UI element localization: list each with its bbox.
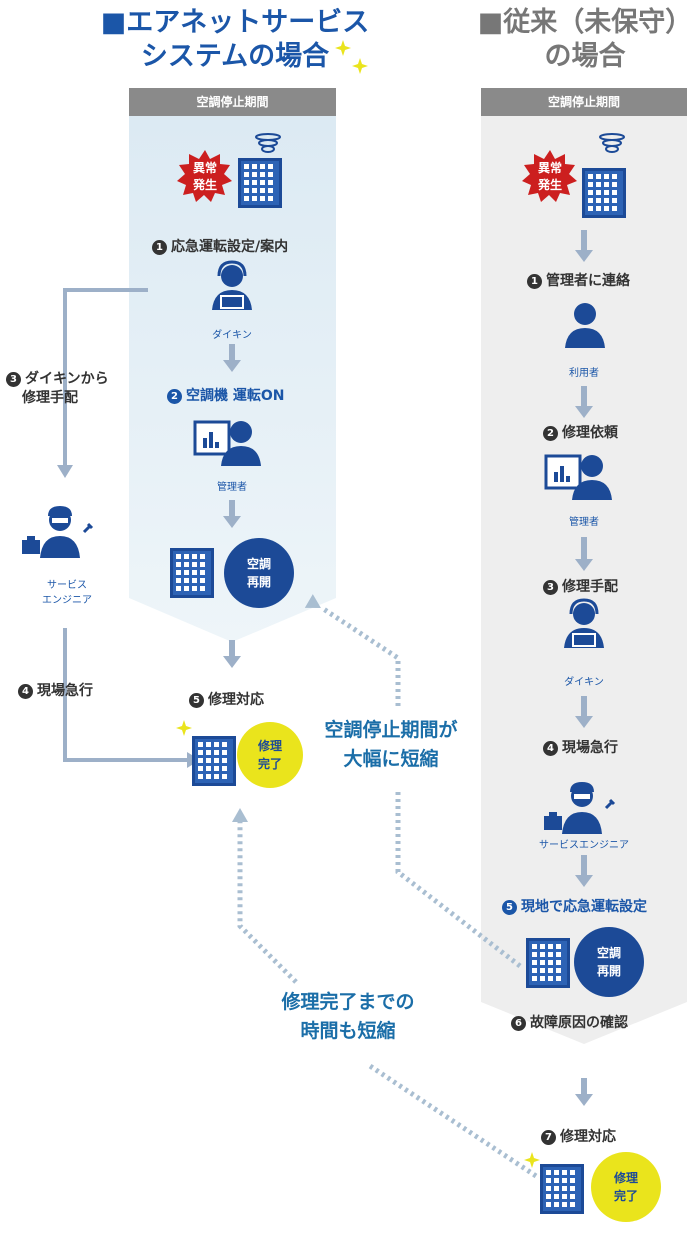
right-title-line1: ■従来（未保守） [477,7,690,38]
downtime-callout-line2: 大幅に短縮 [343,748,439,770]
right-resume-badge: 空調再開 [574,927,644,997]
right-step4-num: 4 [543,741,558,756]
left-downtime-bar: 空調停止期間 [129,88,336,116]
right-user-caption: 利用者 [569,368,599,379]
downtime-callout: 空調停止期間が 大幅に短縮 [296,716,486,774]
right-complete-building-icon [540,1164,584,1214]
dotted-comparison-lines [237,605,538,1179]
left-downtime-panel [129,116,336,642]
left-complete-line2: 完了 [257,757,282,771]
left-building-icon [238,158,282,208]
repair-callout-line2: 時間も短縮 [300,1020,396,1042]
right-step3-num: 3 [543,580,558,595]
left-step4-label: 現場急行 [37,683,93,699]
left-title-line2: システムの場合 [140,41,330,72]
left-step2: 2 空調機 運転ON [167,385,285,405]
right-flow-arrows [575,230,593,1106]
right-step2-num: 2 [543,426,558,441]
right-step3-label: 修理手配 [562,579,618,595]
left-step3-num: 3 [6,372,21,387]
right-manager-caption: 管理者 [569,517,599,528]
right-step4-label: 現場急行 [562,740,618,756]
right-step6-label: 故障原因の確認 [530,1015,628,1031]
repair-callout: 修理完了までの 時間も短縮 [258,988,438,1046]
left-daikin-caption: ダイキン [212,330,252,341]
left-complete-line1: 修理 [257,739,282,753]
left-complete-building-icon [192,736,236,786]
left-alert-line1: 異常 [192,161,217,175]
right-complete-line2: 完了 [613,1189,638,1203]
left-step4: 4 現場急行 [18,680,93,700]
left-engineer-line1: サービス [47,580,87,591]
left-step2-label: 空調機 運転ON [186,388,285,404]
right-step2: 2 修理依頼 [543,422,618,442]
left-step3-line1: ダイキンから [25,371,109,387]
right-complete-badge: 修理完了 [591,1152,661,1222]
right-alert-line2: 発生 [537,178,562,192]
left-resume-line2: 再開 [246,575,271,589]
right-resume-line1: 空調 [596,946,621,960]
right-resume-building-icon [526,938,570,988]
downtime-callout-line1: 空調停止期間が [324,719,458,741]
right-engineer-caption: サービスエンジニア [539,840,629,851]
right-alert-line1: 異常 [537,161,562,175]
right-step7: 7 修理対応 [541,1126,616,1146]
left-step2-num: 2 [167,389,182,404]
left-resume-badge: 空調再開 [224,538,294,608]
left-title-line1: ■エアネットサービス [100,7,370,38]
left-step5-num: 5 [189,693,204,708]
left-step3: 3 ダイキンから 修理手配 [6,370,109,408]
right-step4: 4 現場急行 [543,737,618,757]
left-resume-line1: 空調 [246,557,271,571]
right-step5-num: 5 [502,900,517,915]
left-complete-badge: 修理完了 [237,722,303,788]
left-step5: 5 修理対応 [189,689,264,709]
left-engineer-icon [20,504,94,560]
left-engineer-caption: サービス エンジニア [30,578,104,608]
left-title: ■エアネットサービス システムの場合 [90,6,380,74]
right-step6: 6 故障原因の確認 [511,1012,628,1032]
right-step5-label: 現地で応急運転設定 [521,899,647,915]
right-step5: 5 現地で応急運転設定 [502,896,647,916]
left-step5-label: 修理対応 [208,692,264,708]
left-step1: 1 応急運転設定/案内 [152,236,288,256]
right-step1-num: 1 [527,274,542,289]
repair-callout-line1: 修理完了までの [281,991,415,1013]
left-manager-caption: 管理者 [217,482,247,493]
right-step1-label: 管理者に連絡 [546,273,630,289]
left-resume-building-icon [170,548,214,598]
left-step1-label: 応急運転設定/案内 [171,239,289,255]
left-sparkle-icon [176,720,192,736]
right-daikin-caption: ダイキン [564,677,604,688]
left-flow-arrows [57,288,241,768]
right-downtime-panel [481,116,687,1044]
right-title-line2: の場合 [544,41,626,72]
right-downtime-bar: 空調停止期間 [481,88,687,116]
left-step1-num: 1 [152,240,167,255]
right-building-icon [582,168,626,218]
left-alert-line2: 発生 [192,178,217,192]
right-alert-label: 異常 発生 [526,160,574,194]
right-step1: 1 管理者に連絡 [527,270,630,290]
right-sparkle-icon [524,1152,540,1168]
left-alert-label: 異常 発生 [181,160,229,194]
right-step7-num: 7 [541,1130,556,1145]
right-step6-num: 6 [511,1016,526,1031]
right-resume-line2: 再開 [596,964,621,978]
right-title: ■従来（未保守） の場合 [470,6,690,74]
right-step2-label: 修理依頼 [562,425,618,441]
left-step3-line2: 修理手配 [22,390,78,406]
right-step3: 3 修理手配 [543,576,618,596]
left-step4-num: 4 [18,684,33,699]
left-engineer-line2: エンジニア [42,595,92,606]
right-step7-label: 修理対応 [560,1129,616,1145]
right-complete-line1: 修理 [613,1171,638,1185]
